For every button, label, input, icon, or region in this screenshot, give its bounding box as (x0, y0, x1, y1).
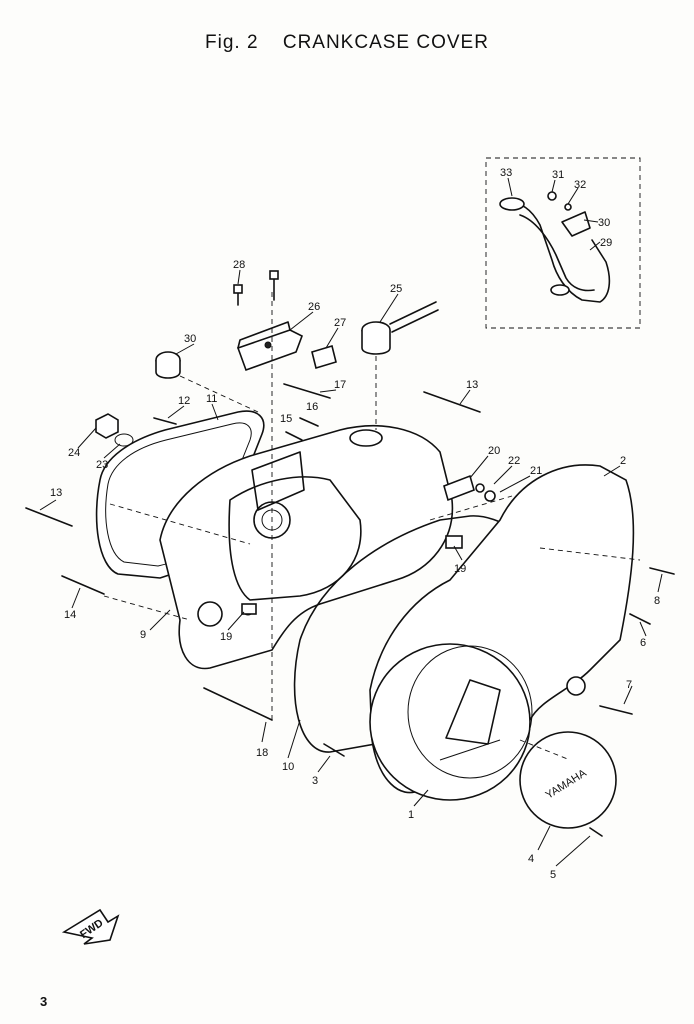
callout: 18 (256, 747, 268, 759)
figure-name: CRANKCASE COVER (282, 32, 489, 53)
bracket-clip (311, 344, 337, 370)
generator-housing (369, 643, 531, 801)
callout: 7 (626, 679, 632, 691)
callout-labels: 33 31 32 30 29 28 26 27 25 30 17 13 16 1… (50, 167, 660, 881)
assembly-guide-lines (103, 292, 641, 761)
fwd-arrow-icon: FWD (61, 908, 120, 945)
dowel-pin (445, 535, 463, 549)
callout: 30 (184, 333, 196, 345)
oil-grommet (499, 197, 525, 211)
callout: 33 (500, 167, 512, 179)
callout: 15 (280, 413, 292, 425)
callout: 2 (620, 455, 626, 467)
callout: 13 (50, 487, 62, 499)
callout: 27 (334, 317, 346, 329)
detail-inset-box (485, 157, 641, 329)
callout: 17 (334, 379, 346, 391)
callout: 30 (598, 217, 610, 229)
callout: 11 (206, 393, 217, 405)
callout: 20 (488, 445, 500, 457)
callout: 26 (308, 301, 320, 313)
callout: 10 (282, 761, 294, 773)
long-bolts (25, 383, 481, 721)
cover-screws (241, 535, 675, 837)
drain-bolt (95, 413, 177, 447)
callout: 5 (550, 869, 556, 881)
callout: 21 (530, 465, 542, 477)
bracket-assembly (233, 270, 337, 372)
callout: 32 (574, 179, 586, 191)
pipe-boss (349, 429, 383, 447)
small-bracket (443, 474, 475, 502)
callout: 29 (600, 237, 612, 249)
inner-crankcase-cover (159, 424, 454, 670)
pipe-screw (547, 191, 557, 201)
callout: 23 (96, 459, 108, 471)
pipe-washer (564, 203, 572, 211)
page-title: Fig. 2 CRANKCASE COVER (0, 32, 694, 54)
figure-number: Fig. 2 (205, 32, 259, 53)
callout: 31 (552, 169, 564, 181)
callout: 8 (654, 595, 660, 607)
callout: 22 (508, 455, 520, 467)
callout: 14 (64, 609, 76, 621)
point-cover: YAMAHA (519, 731, 617, 829)
oil-pipe-part (499, 191, 611, 303)
cap-part (155, 351, 181, 379)
callout: 6 (640, 637, 646, 649)
callout: 16 (306, 401, 318, 413)
plug-assembly (361, 301, 439, 355)
callout: 9 (140, 629, 146, 641)
callout: 3 (312, 775, 318, 787)
callout: 28 (233, 259, 245, 271)
callout: 25 (390, 283, 402, 295)
callout: 19 (220, 631, 232, 643)
pipe-bracket (561, 211, 591, 237)
page-number: 3 (40, 994, 48, 1009)
callout: 13 (466, 379, 478, 391)
callout: 4 (528, 853, 534, 865)
leader-lines (39, 177, 663, 867)
callout: 19 (454, 563, 466, 575)
callout: 24 (68, 447, 80, 459)
callout: 1 (408, 809, 414, 821)
callout: 12 (178, 395, 190, 407)
bracket-plate (236, 329, 304, 372)
